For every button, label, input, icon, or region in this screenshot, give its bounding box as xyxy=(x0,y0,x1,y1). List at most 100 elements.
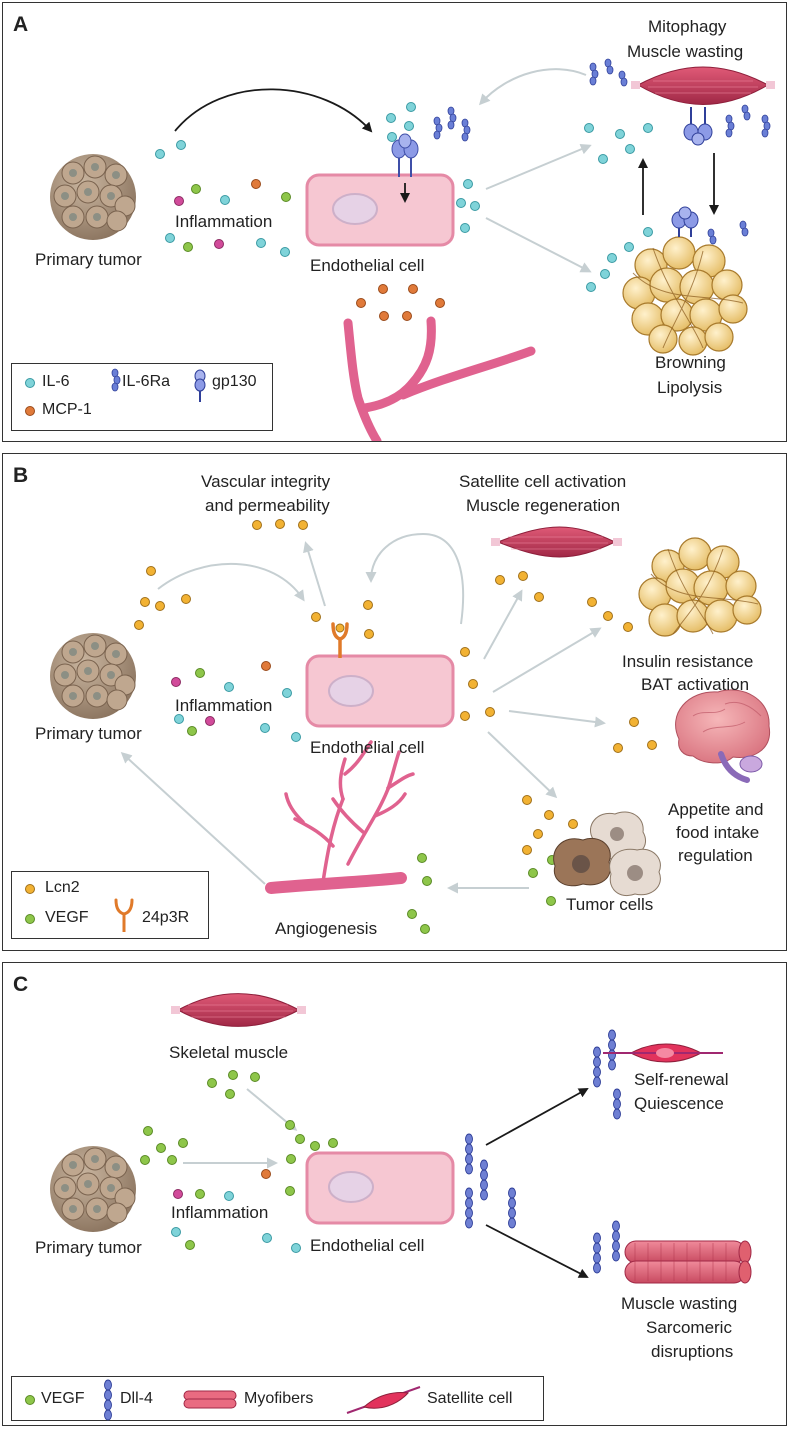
arrow-to-vascular-integrity xyxy=(303,541,326,607)
inflammation-label-b: Inflammation xyxy=(175,696,273,715)
appetite-label-line2: food intake xyxy=(676,823,760,842)
legend-myofibers-icon xyxy=(183,1390,237,1409)
brain xyxy=(675,689,771,783)
panel-b-label: B xyxy=(13,464,29,487)
panel-c-art xyxy=(50,993,752,1284)
panel-a: A xyxy=(2,2,787,442)
legend-c-symbols xyxy=(25,1379,421,1421)
arrow-to-brain xyxy=(508,710,606,728)
legend-b: Lcn2 VEGF 24p3R xyxy=(11,871,209,939)
lcn2-molecules-b xyxy=(134,519,657,855)
browning-label: Browning xyxy=(655,353,726,372)
muscle-regeneration-label: Muscle regeneration xyxy=(466,496,621,515)
arrow-angiogenesis-to-tumor xyxy=(120,751,266,885)
arrow-muscle-to-cell-a xyxy=(478,68,587,106)
endothelial-cell-label-c: Endothelial cell xyxy=(310,1236,425,1255)
legend-lcn2-label: Lcn2 xyxy=(45,879,80,896)
inflammation-label-a: Inflammation xyxy=(175,212,273,231)
inflammation-molecules-c xyxy=(171,1169,301,1253)
legend-il6ra-label: IL-6Ra xyxy=(122,373,171,390)
self-renewal-label: Self-renewal xyxy=(634,1070,729,1089)
panel-b-art xyxy=(50,519,771,934)
primary-tumor-label-c: Primary tumor xyxy=(35,1238,142,1257)
legend-gp130-icon xyxy=(194,369,206,402)
vegf-molecules-c xyxy=(140,1070,338,1250)
legend-il6ra-icon xyxy=(111,368,121,392)
adipose-tissue-a xyxy=(622,206,748,356)
primary-tumor-a xyxy=(50,154,136,240)
primary-tumor-label-b: Primary tumor xyxy=(35,724,142,743)
legend-satellite-icon xyxy=(346,1386,421,1414)
primary-tumor-b xyxy=(50,633,136,719)
quiescence-label: Quiescence xyxy=(634,1094,724,1113)
legend-vegf-label-c: VEGF xyxy=(41,1390,85,1407)
arrow-to-muscle-b xyxy=(483,589,523,660)
arrow-to-tumor-cells xyxy=(487,731,558,799)
legend-24p3r-icon xyxy=(114,898,134,932)
panel-a-art xyxy=(50,58,775,441)
legend-lcn2-dot xyxy=(25,884,35,894)
panel-b: B xyxy=(2,453,787,951)
legend-dll4-icon xyxy=(104,1379,112,1421)
il6-molecules-a xyxy=(155,102,653,292)
lipolysis-label: Lipolysis xyxy=(657,378,723,397)
endothelial-cell-label-a: Endothelial cell xyxy=(310,256,425,275)
vascular-label-line2: and permeability xyxy=(205,496,330,515)
mitophagy-label: Mitophagy xyxy=(648,17,727,36)
legend-myofibers-label: Myofibers xyxy=(244,1390,314,1407)
inflammation-molecules-b xyxy=(171,661,301,742)
legend-mcp1-dot xyxy=(25,406,35,416)
inflammation-molecules-a xyxy=(174,179,291,252)
dll4-molecules-c xyxy=(465,1029,621,1274)
muscle-wasting-label-a: Muscle wasting xyxy=(627,42,744,61)
legend-vegf-dot-c xyxy=(25,1395,35,1405)
muscle-a xyxy=(631,66,775,146)
tumor-cells-b xyxy=(553,811,661,896)
legend-il6-dot xyxy=(25,378,35,388)
vegf-molecules-b xyxy=(407,853,557,934)
legend-c: VEGF Dll-4 Myofibers Satellite cell xyxy=(11,1376,544,1421)
legend-dll4-label: Dll-4 xyxy=(120,1390,153,1407)
legend-a: IL-6 IL-6Ra gp130 MCP-1 xyxy=(11,363,273,431)
disruptions-label: disruptions xyxy=(651,1342,734,1361)
24p3r-receptor xyxy=(331,622,349,658)
legend-gp130-label: gp130 xyxy=(212,373,257,390)
sarcomeric-label: Sarcomeric xyxy=(646,1318,732,1337)
legend-il6-label: IL-6 xyxy=(42,373,70,390)
il6-receptor-complex-a xyxy=(391,133,419,203)
legend-vegf-label-b: VEGF xyxy=(45,909,89,926)
endothelial-cell-c xyxy=(305,1151,455,1225)
adipose-tissue-b xyxy=(638,537,762,637)
inflammation-label-c: Inflammation xyxy=(171,1203,269,1222)
legend-mcp1-label: MCP-1 xyxy=(42,401,92,418)
appetite-label-line1: Appetite and xyxy=(668,800,764,819)
arrow-tumor-to-cell-b xyxy=(157,563,305,602)
legend-a-symbols xyxy=(25,368,206,416)
muscle-b xyxy=(491,526,622,558)
appetite-label-line3: regulation xyxy=(678,846,753,865)
legend-24p3r-label: 24p3R xyxy=(142,909,190,926)
insulin-resistance-label: Insulin resistance xyxy=(622,652,754,671)
primary-tumor-c xyxy=(50,1146,136,1232)
angiogenesis-vessel xyxy=(265,740,415,894)
bat-activation-label: BAT activation xyxy=(641,675,750,694)
muscle-wasting-label-c: Muscle wasting xyxy=(621,1294,738,1313)
arrow-to-self-renewal xyxy=(485,1088,589,1146)
legend-b-symbols xyxy=(25,884,134,932)
arrow-cell-to-muscle-a xyxy=(485,144,592,190)
skeletal-muscle-label: Skeletal muscle xyxy=(169,1043,289,1062)
tumor-cells-label: Tumor cells xyxy=(566,895,654,914)
satellite-activation-label: Satellite cell activation xyxy=(459,472,627,491)
panel-a-label: A xyxy=(13,13,29,36)
arrow-muscle-feedback-b xyxy=(365,532,465,625)
mcp1-molecules-a xyxy=(356,284,445,321)
blood-vessel-a xyxy=(343,316,536,441)
satellite-cell-c xyxy=(603,1043,723,1063)
arrow-tumor-to-cell-a xyxy=(174,88,373,133)
skeletal-muscle-c xyxy=(171,993,306,1027)
il6ra-molecules-a xyxy=(433,58,771,245)
endothelial-cell-a xyxy=(305,173,455,247)
vascular-label-line1: Vascular integrity xyxy=(201,472,331,491)
primary-tumor-label-a: Primary tumor xyxy=(35,250,142,269)
angiogenesis-label: Angiogenesis xyxy=(275,919,378,938)
